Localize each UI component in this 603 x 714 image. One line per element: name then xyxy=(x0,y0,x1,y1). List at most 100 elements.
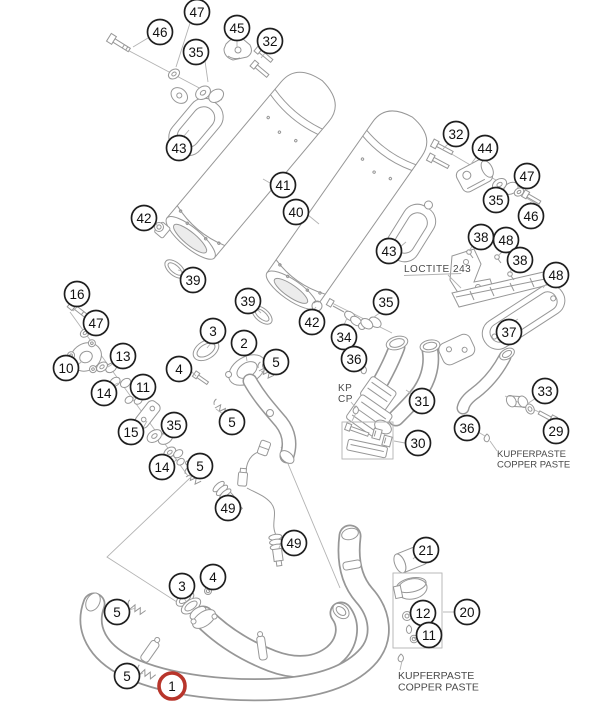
callout-33[interactable]: 33 xyxy=(531,377,559,405)
callout-45[interactable]: 45 xyxy=(223,14,251,42)
screw xyxy=(466,249,474,259)
callout-47[interactable]: 47 xyxy=(513,162,541,190)
svg-text:34: 34 xyxy=(336,330,352,345)
callout-36[interactable]: 36 xyxy=(453,414,481,442)
svg-text:35: 35 xyxy=(488,193,503,208)
repair-kit-box xyxy=(341,421,394,460)
bolt xyxy=(425,152,450,170)
callout-5[interactable]: 5 xyxy=(262,348,290,376)
callout-4[interactable]: 4 xyxy=(199,563,227,591)
svg-text:1: 1 xyxy=(168,679,176,694)
pipe-clamp xyxy=(256,631,268,661)
svg-text:12: 12 xyxy=(415,606,430,621)
svg-text:39: 39 xyxy=(185,273,200,288)
callout-38[interactable]: 38 xyxy=(467,223,495,251)
callout-20[interactable]: 20 xyxy=(453,598,481,626)
callout-3[interactable]: 3 xyxy=(168,572,196,600)
callout-2[interactable]: 2 xyxy=(230,329,258,357)
svg-text:14: 14 xyxy=(96,386,112,401)
callout-21[interactable]: 21 xyxy=(412,536,440,564)
callout-40[interactable]: 40 xyxy=(282,198,310,226)
callout-35[interactable]: 35 xyxy=(372,288,400,316)
svg-text:48: 48 xyxy=(498,233,513,248)
svg-text:5: 5 xyxy=(272,355,280,370)
callout-41[interactable]: 41 xyxy=(269,171,297,199)
callout-39[interactable]: 39 xyxy=(234,287,262,315)
bolt xyxy=(429,138,454,156)
callout-37[interactable]: 37 xyxy=(495,318,523,346)
callout-32[interactable]: 32 xyxy=(442,120,470,148)
callout-46[interactable]: 46 xyxy=(517,202,545,230)
svg-text:16: 16 xyxy=(69,287,84,302)
callout-46[interactable]: 46 xyxy=(146,18,174,46)
svg-text:21: 21 xyxy=(418,543,433,558)
callout-36[interactable]: 36 xyxy=(340,345,368,373)
svg-text:49: 49 xyxy=(286,536,301,551)
svg-text:5: 5 xyxy=(113,605,121,620)
callout-12[interactable]: 12 xyxy=(409,599,437,627)
callout-43[interactable]: 43 xyxy=(375,237,403,265)
callout-11[interactable]: 11 xyxy=(129,373,157,401)
callout-35[interactable]: 35 xyxy=(160,411,188,439)
callout-44[interactable]: 44 xyxy=(471,134,499,162)
screw xyxy=(507,271,515,281)
svg-text:3: 3 xyxy=(209,324,217,339)
callout-42[interactable]: 42 xyxy=(298,308,326,336)
callout-11[interactable]: 11 xyxy=(415,621,443,649)
svg-text:49: 49 xyxy=(220,501,235,516)
callout-10[interactable]: 10 xyxy=(52,354,80,382)
callout-42[interactable]: 42 xyxy=(130,204,158,232)
callout-32[interactable]: 32 xyxy=(256,27,284,55)
callout-5[interactable]: 5 xyxy=(186,452,214,480)
callout-3[interactable]: 3 xyxy=(199,317,227,345)
callout-15[interactable]: 15 xyxy=(117,418,145,446)
spring-hook xyxy=(257,361,275,379)
callout-47[interactable]: 47 xyxy=(183,0,211,26)
callout-14[interactable]: 14 xyxy=(148,453,176,481)
svg-text:35: 35 xyxy=(166,418,181,433)
mount-hardware-top-left xyxy=(105,32,274,104)
callout-4[interactable]: 4 xyxy=(165,355,193,383)
svg-text:5: 5 xyxy=(196,459,204,474)
svg-text:45: 45 xyxy=(229,21,244,36)
slip-joint-band xyxy=(342,559,362,571)
callout-5[interactable]: 5 xyxy=(113,662,141,690)
callout-35[interactable]: 35 xyxy=(182,38,210,66)
svg-text:5: 5 xyxy=(123,669,131,684)
silencer-right xyxy=(265,110,428,310)
svg-text:48: 48 xyxy=(548,268,563,283)
callout-39[interactable]: 39 xyxy=(179,266,207,294)
callout-34[interactable]: 34 xyxy=(330,323,358,351)
callout-5[interactable]: 5 xyxy=(218,408,246,436)
callout-49[interactable]: 49 xyxy=(280,529,308,557)
callout-1-highlighted[interactable]: 1 xyxy=(157,671,187,701)
callout-38[interactable]: 38 xyxy=(506,246,534,274)
bolt xyxy=(520,189,542,205)
callout-31[interactable]: 31 xyxy=(408,387,436,415)
callout-14[interactable]: 14 xyxy=(90,379,118,407)
svg-text:35: 35 xyxy=(378,295,393,310)
svg-text:40: 40 xyxy=(288,205,303,220)
svg-text:47: 47 xyxy=(189,5,204,20)
svg-text:4: 4 xyxy=(209,570,217,585)
svg-text:44: 44 xyxy=(477,141,493,156)
clamp-bracket xyxy=(223,37,252,61)
callout-43[interactable]: 43 xyxy=(165,134,193,162)
callout-29[interactable]: 29 xyxy=(542,417,570,445)
svg-text:37: 37 xyxy=(501,325,516,340)
callout-48[interactable]: 48 xyxy=(542,261,570,289)
callout-49[interactable]: 49 xyxy=(214,494,242,522)
callout-13[interactable]: 13 xyxy=(109,342,137,370)
callout-30[interactable]: 30 xyxy=(404,429,432,457)
screw xyxy=(494,254,502,264)
svg-text:32: 32 xyxy=(448,127,463,142)
callout-35[interactable]: 35 xyxy=(482,186,510,214)
callout-48[interactable]: 48 xyxy=(492,226,520,254)
svg-text:3: 3 xyxy=(178,579,186,594)
callout-5[interactable]: 5 xyxy=(103,598,131,626)
callout-16[interactable]: 16 xyxy=(63,280,91,308)
callout-47[interactable]: 47 xyxy=(82,309,110,337)
svg-text:43: 43 xyxy=(171,141,186,156)
